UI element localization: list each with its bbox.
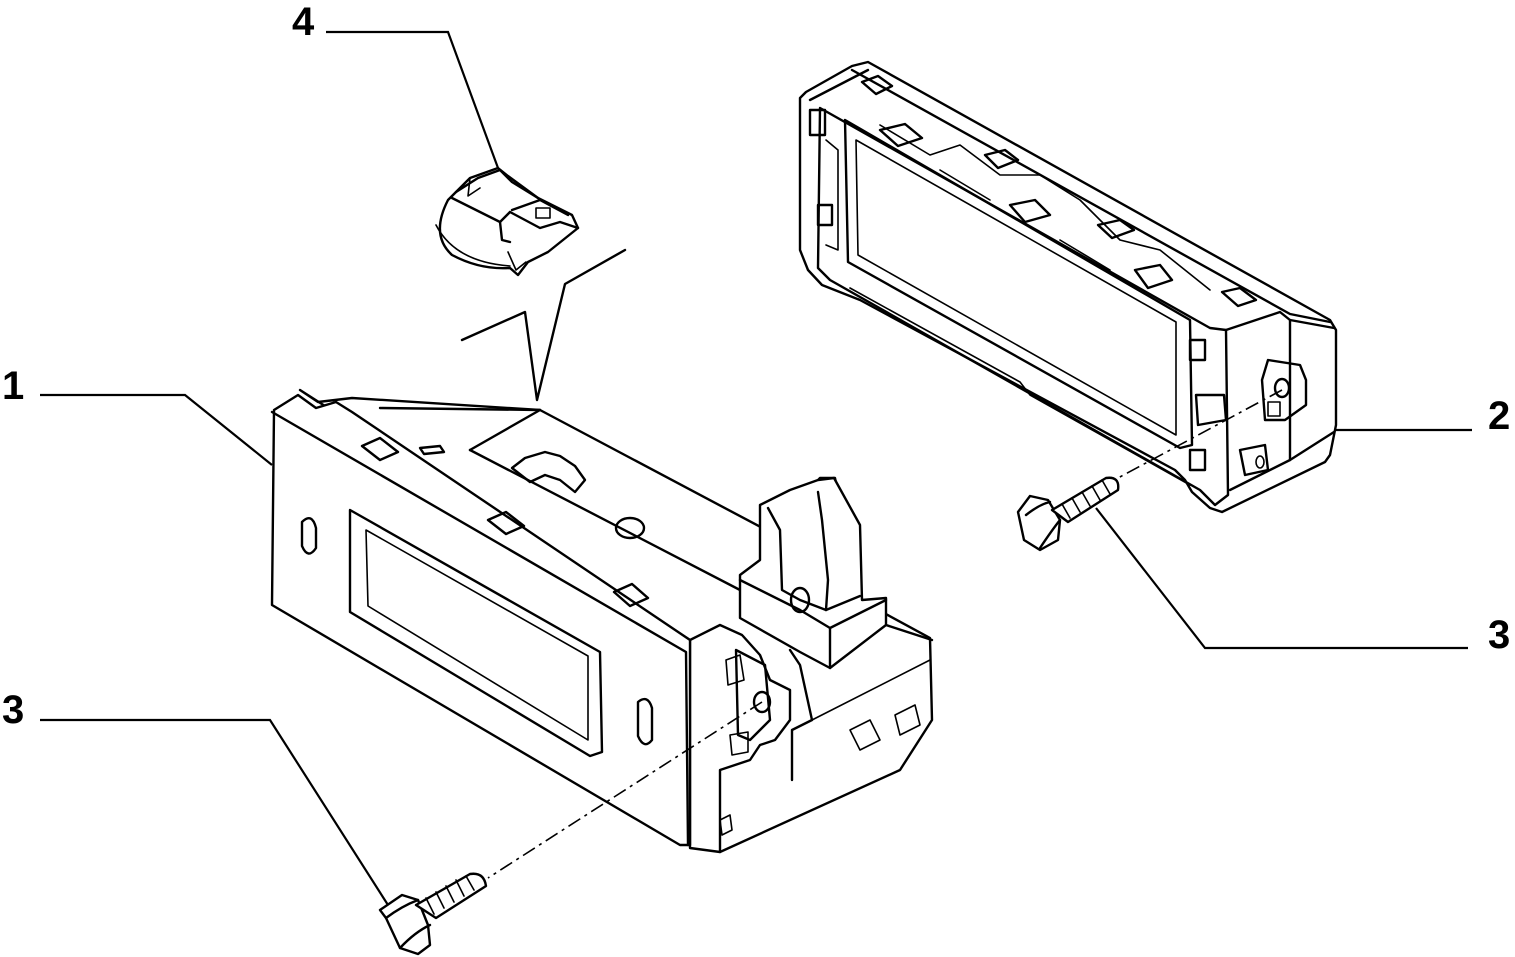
callout-3-right: 3 (1488, 613, 1511, 657)
leader-line-3-right (1095, 507, 1468, 650)
fitting-arrow (460, 248, 627, 402)
leader-line-4 (326, 30, 500, 169)
assembly-axis-left (487, 701, 763, 879)
callout-4: 4 (292, 0, 315, 44)
part-4-bulb-holder (435, 166, 580, 277)
part-2-display-housing (798, 60, 1338, 514)
part-3-screw-left (378, 872, 488, 956)
part-1-main-housing (270, 388, 934, 854)
part-3-screw-right (1016, 476, 1120, 552)
assembly-axis-right (1117, 389, 1283, 479)
callout-2: 2 (1488, 394, 1511, 438)
leader-line-3-left (40, 718, 389, 906)
leader-line-1 (40, 393, 273, 466)
callout-1: 1 (2, 364, 25, 408)
callout-3-left: 3 (2, 688, 25, 732)
